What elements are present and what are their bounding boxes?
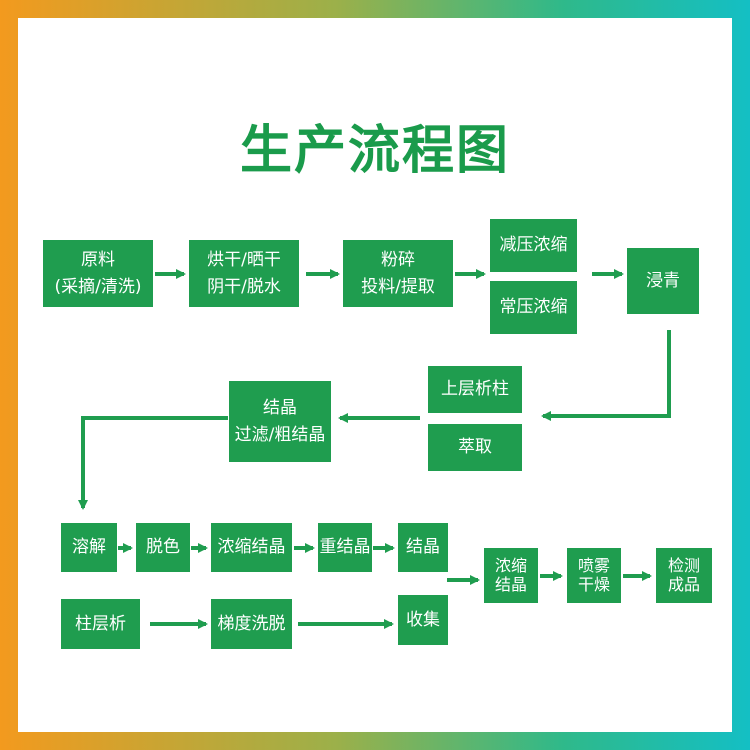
- node-concentrate-crystal: 浓缩结晶: [211, 523, 292, 572]
- node-crystal: 结晶: [398, 523, 448, 572]
- node-collect: 收集: [398, 595, 448, 645]
- node-dissolve: 溶解: [61, 523, 117, 572]
- node-raw-material: 原料 (采摘/清洗): [43, 240, 153, 307]
- node-drying: 烘干/晒干 阴干/脱水: [189, 240, 299, 307]
- node-column-chromatography: 柱层析: [61, 599, 140, 649]
- node-spray-dry: 喷雾 干燥: [567, 548, 621, 603]
- node-normal-concentrate: 常压浓缩: [490, 281, 577, 334]
- node-inspect-product: 检测 成品: [656, 548, 712, 603]
- node-soak: 浸青: [627, 248, 699, 314]
- node-vacuum-concentrate: 减压浓缩: [490, 219, 577, 272]
- node-decolor: 脱色: [136, 523, 190, 572]
- node-upper-column: 上层析柱: [428, 366, 522, 413]
- page-title: 生产流程图: [239, 121, 510, 181]
- node-extraction: 萃取: [428, 424, 522, 471]
- node-grinding: 粉碎 投料/提取: [343, 240, 453, 307]
- node-recrystal: 重结晶: [318, 523, 372, 572]
- node-gradient-elution: 梯度洗脱: [211, 599, 292, 649]
- node-crystal-filter: 结晶 过滤/粗结晶: [229, 381, 331, 462]
- node-concentrate-crystal-2: 浓缩 结晶: [484, 548, 538, 603]
